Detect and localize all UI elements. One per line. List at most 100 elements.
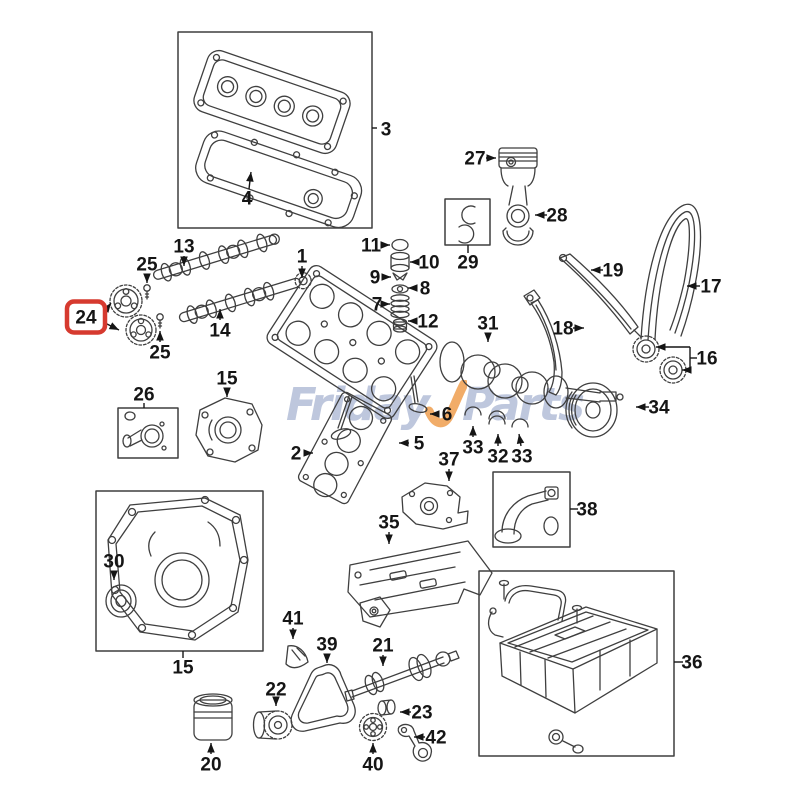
oil-filter-housing-art	[193, 693, 233, 741]
callout-label-17: 17	[700, 277, 721, 298]
callout-label-27: 27	[464, 149, 485, 170]
arrowhead	[108, 322, 119, 330]
arrowhead	[636, 403, 646, 411]
callout-8: 8	[408, 279, 430, 300]
arrowhead	[380, 241, 390, 249]
callout-5: 5	[399, 434, 425, 455]
callout-4: 4	[242, 171, 254, 210]
arrowhead	[469, 426, 477, 436]
callout-label-16: 16	[696, 349, 717, 370]
callout-label-8: 8	[420, 279, 431, 300]
callout-label-19: 19	[602, 261, 623, 282]
callout-15a: 15	[216, 369, 238, 397]
callout-24: 24	[64, 299, 120, 335]
arrowhead	[289, 629, 297, 639]
arrowhead	[380, 300, 390, 308]
callout-label-30: 30	[103, 552, 124, 573]
callout-label-25b: 25	[149, 343, 171, 364]
callout-39: 39	[316, 635, 338, 663]
arrowhead	[399, 439, 409, 447]
arrowhead	[110, 570, 118, 580]
callout-40: 40	[362, 743, 384, 776]
arrowhead	[414, 733, 424, 741]
callout-label-41: 41	[282, 609, 304, 630]
callout-16: 16	[656, 343, 718, 374]
callout-7: 7	[372, 295, 390, 316]
arrowhead	[408, 284, 418, 292]
arrowhead	[574, 324, 584, 332]
valvetrain-small-parts-art	[390, 238, 410, 333]
piston-rod-group-art	[444, 147, 538, 246]
callout-label-35: 35	[378, 513, 400, 534]
arrowhead	[445, 471, 453, 481]
callout-28: 28	[535, 206, 568, 227]
callout-19: 19	[591, 261, 624, 282]
callout-label-23: 23	[411, 703, 432, 724]
arrowhead	[369, 743, 377, 753]
arrowhead	[303, 449, 313, 457]
callout-11: 11	[361, 236, 390, 257]
arrowhead	[486, 154, 496, 162]
callout-label-31: 31	[477, 314, 499, 335]
thermostat-housing-art	[195, 397, 263, 463]
callout-13: 13	[173, 237, 195, 266]
callout-label-22: 22	[265, 680, 286, 701]
oil-pump-art	[359, 482, 469, 628]
callout-label-36: 36	[681, 653, 702, 674]
crankshaft-group-art	[439, 341, 624, 428]
arrowhead	[298, 268, 306, 278]
callout-label-11: 11	[361, 236, 382, 257]
callout-label-34: 34	[648, 398, 670, 419]
callout-2: 2	[291, 444, 313, 465]
arrowhead	[591, 266, 601, 274]
arrowhead	[400, 708, 410, 716]
arrowhead	[682, 366, 692, 374]
arrowhead	[223, 387, 231, 397]
arrowhead	[656, 343, 666, 351]
callout-label-24: 24	[75, 308, 97, 329]
callout-14: 14	[209, 309, 231, 342]
watermark: Friday Parts	[286, 378, 585, 439]
callout-34: 34	[636, 398, 670, 419]
callout-33a: 33	[462, 426, 484, 459]
windage-tray-art	[347, 540, 493, 618]
callout-label-10: 10	[418, 253, 439, 274]
arrowhead	[484, 332, 492, 342]
callout-31: 31	[477, 314, 499, 342]
callout-label-14: 14	[209, 321, 231, 342]
arrowhead	[494, 434, 502, 444]
callout-label-21: 21	[372, 636, 394, 657]
callout-label-29: 29	[457, 253, 478, 274]
callout-21: 21	[372, 636, 394, 666]
callout-label-15b: 15	[172, 658, 194, 679]
arrowhead	[687, 282, 697, 290]
callout-label-15a: 15	[216, 369, 238, 390]
callout-label-2: 2	[291, 444, 302, 465]
head-gasket-art	[297, 391, 393, 505]
oil-pickup-box-art	[492, 471, 571, 548]
arrowhead	[379, 656, 387, 666]
callout-label-32: 32	[487, 447, 508, 468]
arrowhead	[430, 410, 440, 418]
callout-label-25a: 25	[136, 255, 158, 276]
callout-30: 30	[103, 552, 125, 580]
arrowhead	[381, 273, 391, 281]
arrowhead	[535, 211, 545, 219]
callout-37: 37	[438, 450, 460, 481]
arrowhead	[272, 696, 280, 706]
watermark-text-left: Friday	[286, 378, 430, 431]
callout-label-20: 20	[200, 755, 221, 776]
arrowhead	[143, 273, 151, 283]
arrowhead	[516, 434, 525, 444]
callout-27: 27	[464, 149, 496, 170]
callout-25a: 25	[136, 255, 158, 283]
callout-label-28: 28	[546, 206, 567, 227]
timing-chain-group-art	[523, 203, 702, 438]
callout-1: 1	[297, 247, 308, 278]
callout-32: 32	[487, 434, 509, 468]
callout-label-7: 7	[372, 295, 383, 316]
vvt-actuators-art	[109, 284, 157, 346]
callout-label-42: 42	[425, 728, 446, 749]
